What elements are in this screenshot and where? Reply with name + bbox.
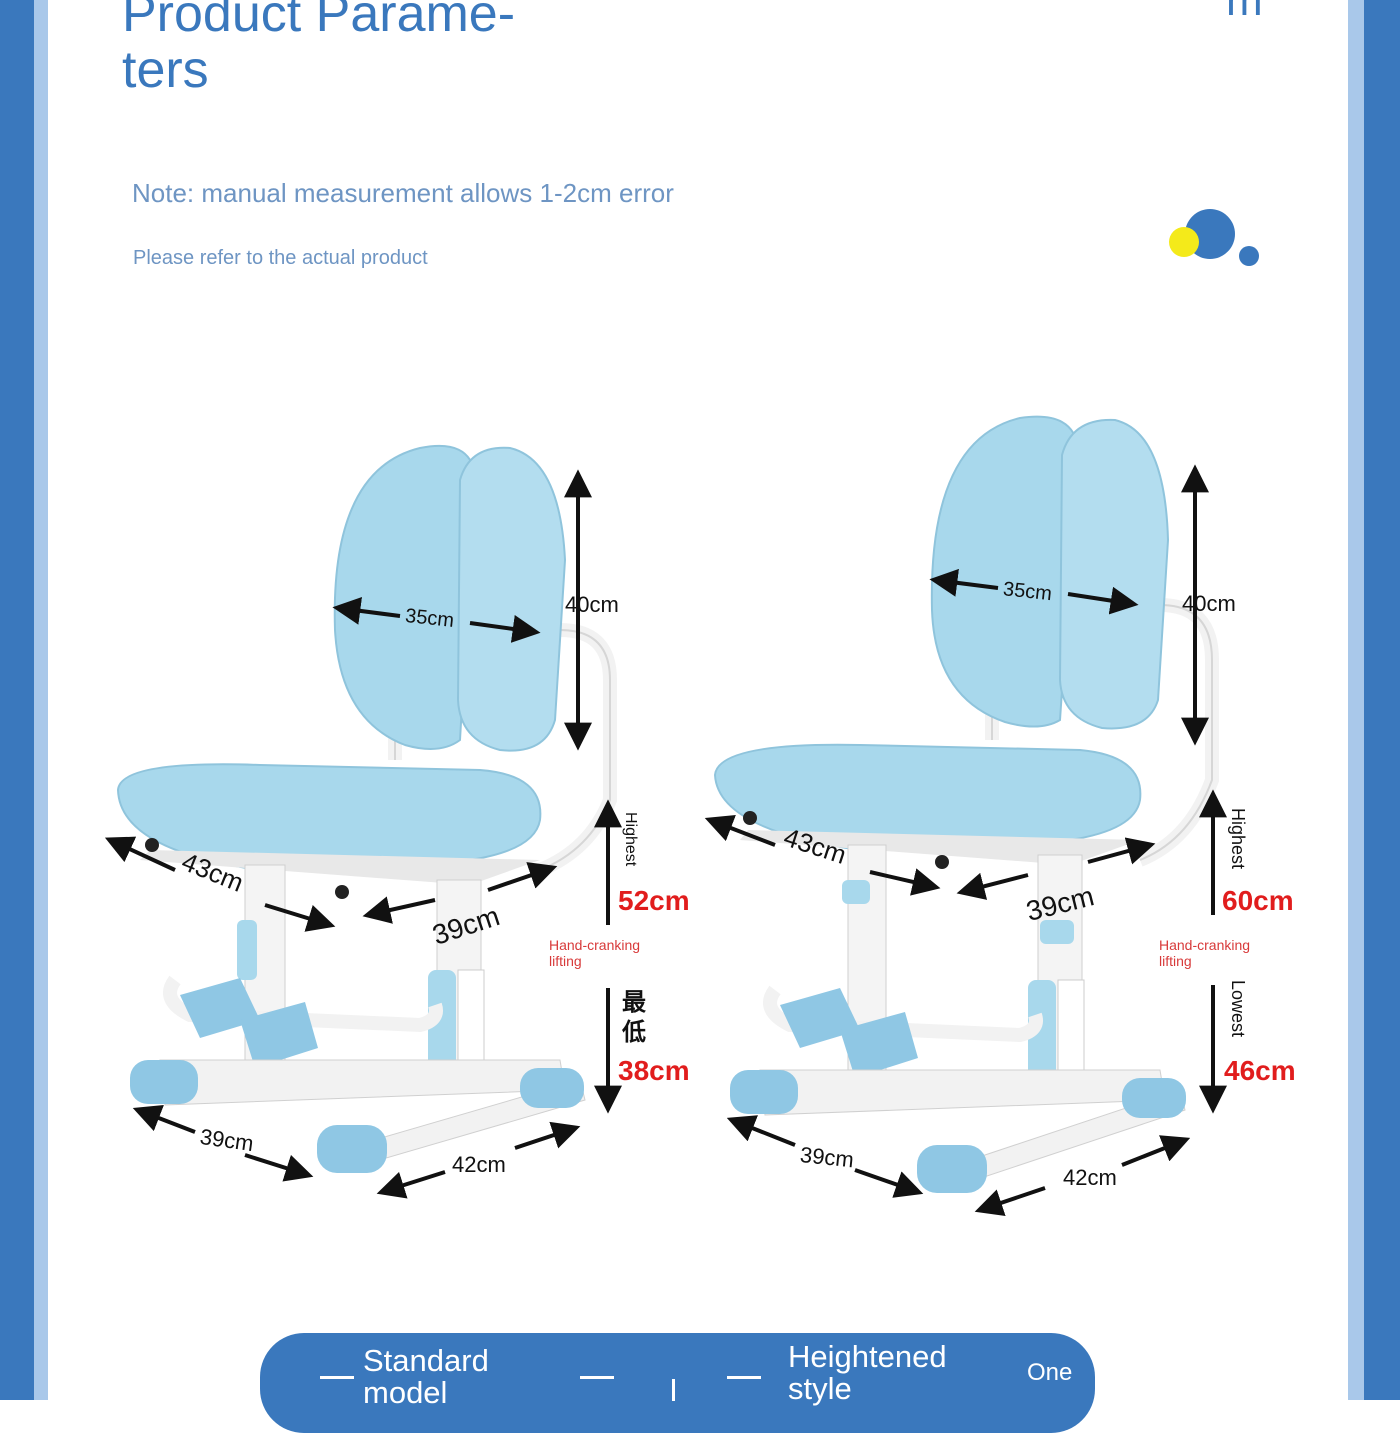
standard-model-option[interactable]: Standard model xyxy=(363,1343,489,1410)
std-back-height-label: 40cm xyxy=(565,592,619,617)
refer-note: Please refer to the actual product xyxy=(133,247,428,269)
std-base-depth-label: 39cm xyxy=(198,1124,255,1156)
model-selector-bar: Standard model Heightened style One xyxy=(260,1333,1095,1433)
page-title: Product Parame- ters xyxy=(122,0,516,99)
hi-highest-label: Highest xyxy=(1228,808,1248,869)
decorative-dots-icon xyxy=(1169,209,1259,266)
extra-option-label[interactable]: One xyxy=(1027,1359,1073,1386)
title-mark: m xyxy=(1226,0,1263,25)
std-highest-value: 52cm xyxy=(618,885,690,916)
heightened-style-option[interactable]: Heightened style xyxy=(788,1339,947,1406)
frame-left-border xyxy=(0,0,34,1400)
hi-lowest-label: Lowest xyxy=(1228,980,1248,1037)
divider xyxy=(672,1379,675,1401)
hi-back-width-label: 35cm xyxy=(1002,578,1053,605)
std-highest-label: Highest xyxy=(622,812,639,867)
std-lift-label-line2: lifting xyxy=(549,953,582,969)
std-base-width-label: 42cm xyxy=(452,1152,506,1177)
hi-back-height-label: 40cm xyxy=(1182,591,1236,616)
chair-dimensions-figure: 35cm 40cm 43cm 39cm Highest 52cm Hand-cr… xyxy=(104,415,1296,1217)
standard-chair: 35cm 40cm 43cm 39cm Highest 52cm Hand-cr… xyxy=(104,444,690,1199)
std-back-width-label: 35cm xyxy=(404,605,455,632)
hi-highest-value: 60cm xyxy=(1222,885,1294,916)
dash-mid-right xyxy=(727,1376,761,1379)
heightened-chair: 35cm 40cm 43cm 39cm Highest 60cm Hand-cr… xyxy=(704,415,1296,1217)
hi-lowest-value: 46cm xyxy=(1224,1055,1296,1086)
frame-right-inner-border xyxy=(1348,0,1364,1400)
hi-base-width-label: 42cm xyxy=(1063,1165,1117,1190)
dash-mid-left xyxy=(580,1376,614,1379)
dash-left xyxy=(320,1376,354,1379)
hi-lift-label-line2: lifting xyxy=(1159,953,1192,969)
std-lowest-label: 最 xyxy=(622,989,647,1016)
frame-right-border xyxy=(1364,0,1400,1400)
frame-left-inner-border xyxy=(34,0,48,1400)
hi-lift-label-line1: Hand-cranking xyxy=(1159,937,1250,953)
std-lowest-value: 38cm xyxy=(618,1055,690,1086)
std-lowest-label-2: 低 xyxy=(621,1019,646,1046)
std-lift-label-line1: Hand-cranking xyxy=(549,937,640,953)
hi-base-depth-label: 39cm xyxy=(799,1142,855,1172)
measurement-note: Note: manual measurement allows 1-2cm er… xyxy=(132,178,674,208)
